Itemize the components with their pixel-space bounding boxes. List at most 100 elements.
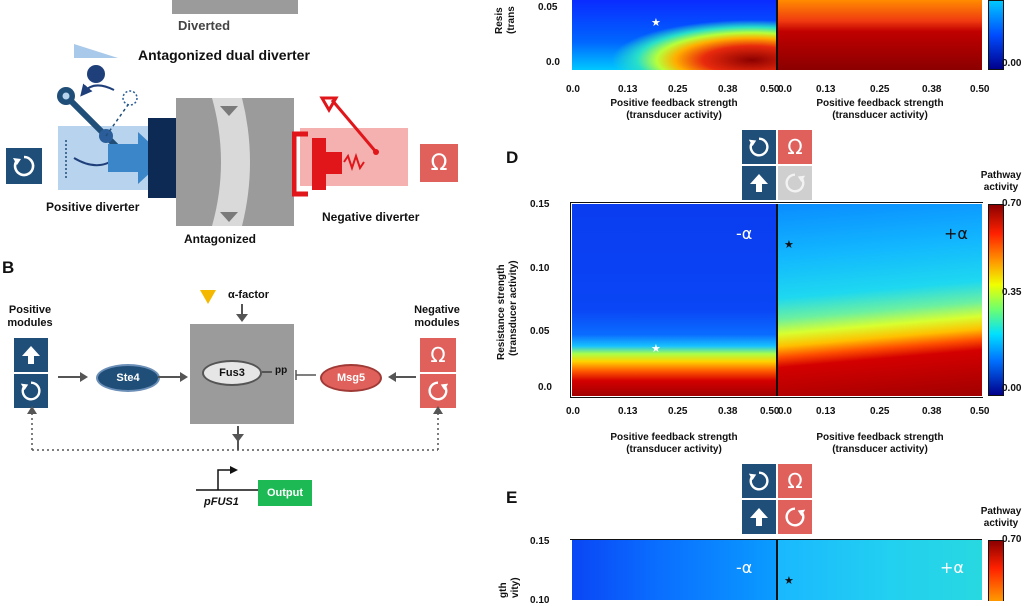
panel-d-ytick-005: 0.05 [530,326,550,337]
panel-d-ytick-00: 0.0 [538,382,552,393]
positive-modules-label: Positive modules [7,304,53,329]
panel-b: B α-factor Positive modules Ste4 Fus3 pp… [0,256,470,516]
panel-c-colorbar [988,0,1004,70]
positive-feedback-icon [6,148,42,184]
panel-e-up-arrow-icon [742,500,776,534]
inhibition-arrow [295,370,316,380]
panel-d-xtick-r3: 0.38 [922,406,942,417]
panel-c-cb-tick: 0.00 [1002,58,1022,69]
alpha-factor-triangle-icon [200,290,216,304]
panel-d-omega-icon: Ω [778,130,812,164]
panel-d-plus-alpha: +α [944,224,968,243]
arrow-to-ste4 [58,372,88,382]
panel-d-frame [570,202,983,398]
negative-module-omega-icon: Ω [420,338,456,372]
panel-c-xlabel-left: Positive feedback strength(transducer ac… [610,98,738,121]
negative-diverter-label: Negative diverter [322,210,420,224]
panel-e-divider [776,540,778,600]
alpha-factor-arrow [236,304,248,322]
panel-d-ytick-015: 0.15 [530,199,550,210]
panel-c-star: ★ [651,17,661,29]
panel-c-xtick-0: 0.0 [566,84,580,95]
panel-e-colorbar [988,540,1004,601]
panel-c-xtick-4: 0.50 [760,84,780,95]
panel-d-xtick-1: 0.13 [618,406,638,417]
panel-e-ytick-015: 0.15 [530,536,550,547]
panel-a: Diverted Antagonized dual diverter Posit… [0,0,470,255]
panel-d-up-arrow-icon [742,166,776,200]
positive-diverter-dark-block [148,118,178,198]
antagonized-label: Antagonized [184,232,256,246]
panel-c-xlabel-right: Positive feedback strength(transducer ac… [816,98,944,121]
panel-c-xtick-r0: 0.0 [778,84,792,95]
positive-module-up-arrow-icon [14,338,48,372]
panel-d-xtick-0: 0.0 [566,406,580,417]
panel-c-heatmap-left [572,0,776,70]
panel-d-xtick-2: 0.25 [668,406,688,417]
panel-d-colorbar [988,204,1004,396]
panel-c-heatmap-right [778,0,982,70]
panel-d-heatmap-left [572,204,776,396]
negative-modules-label: Negative modules [414,304,460,329]
panel-e-heatmap-left [572,540,776,600]
negative-diverter-icon [292,96,379,197]
negative-omega-icon: Ω [420,144,458,182]
panel-d-xtick-3: 0.38 [718,406,738,417]
ste4-node: Ste4 [96,364,160,392]
panel-d-inactive-feedback-icon [778,166,812,200]
panel-d-xtick-r0: 0.0 [778,406,792,417]
panel-d-minus-alpha: -α [736,224,753,243]
panel-e-plus-alpha: +α [940,558,964,577]
arrow-from-negative [388,372,416,382]
panel-c-xtick-r2: 0.25 [870,84,890,95]
antagonized-dual-diverter-title: Antagonized dual diverter [138,47,310,63]
panel-e-minus-alpha: -α [736,558,753,577]
panel-c-xtick-1: 0.13 [618,84,638,95]
panel-d-xlabel-left: Positive feedback strength(transducer ac… [610,432,738,455]
diverted-label: Diverted [178,18,231,33]
pfus1-label: pFUS1 [204,496,239,508]
panel-e-y-label: gth vity) [498,577,521,598]
positive-diverter-label: Positive diverter [46,200,140,214]
panel-e-negative-feedback-icon [778,500,812,534]
panel-d-xtick-r4: 0.50 [970,406,990,417]
msg5-node: Msg5 [320,364,382,392]
fus3-link [262,371,272,373]
panel-e-star-right: ★ [784,575,794,587]
panel-c-divider [776,0,778,70]
panel-d-xtick-r2: 0.25 [870,406,890,417]
antagonized-box [176,98,294,226]
panel-d-cb-tick-035: 0.35 [1002,287,1022,298]
output-box: Output [258,480,312,506]
panel-d-cb-tick-000: 0.00 [1002,383,1022,394]
panel-c-xtick-2: 0.25 [668,84,688,95]
diverted-box [172,0,298,14]
alpha-factor-label: α-factor [228,289,269,301]
panel-e-letter: E [506,488,518,507]
panel-d-xtick-4: 0.50 [760,406,780,417]
panel-c-xtick-3: 0.38 [718,84,738,95]
panel-e-frame-top [570,539,982,540]
panel-d-feedback-icon [742,130,776,164]
panel-d-heatmap-right [778,204,982,396]
panel-d-xlabel-right: Positive feedback strength(transducer ac… [816,432,944,455]
panel-e-omega-icon: Ω [778,464,812,498]
panel-c-xtick-r1: 0.13 [816,84,836,95]
panel-d-star-left: ★ [651,343,661,355]
panel-d-letter: D [506,148,519,167]
panel-d-xtick-r1: 0.13 [816,406,836,417]
panel-e-cb-tick-070: 0.70 [1002,534,1022,545]
pp-label: pp [275,365,288,376]
panel-d-y-label: Resistance strength (transducer activity… [496,260,519,360]
panel-d-cb-tick-070: 0.70 [1002,198,1022,209]
arrow-to-fus3-box [158,372,188,382]
panel-e-feedback-icon [742,464,776,498]
positive-module-feedback-icon [14,374,48,408]
feedback-loop-dotted [27,406,443,451]
panel-d-divider [776,204,778,396]
fus3-node: Fus3 [202,360,262,386]
panel-d-star-right: ★ [784,239,794,251]
